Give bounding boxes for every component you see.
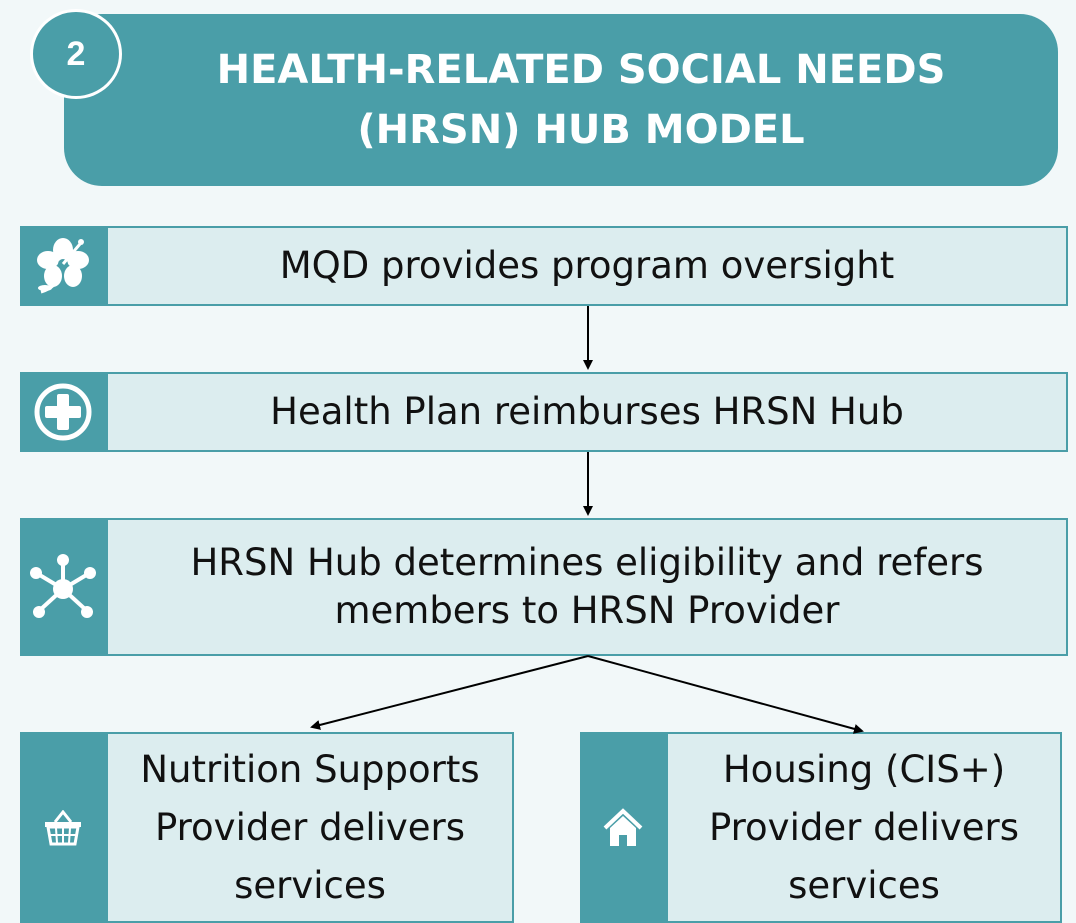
- shopping-basket-icon: [45, 809, 81, 845]
- nutrition-box: Nutrition Supports Provider delivers ser…: [106, 732, 514, 923]
- hub-text: HRSN Hub determines eligibility and refe…: [190, 541, 984, 632]
- reimburse-text: Health Plan reimburses HRSN Hub: [270, 390, 904, 433]
- hub-box: HRSN Hub determines eligibility and refe…: [106, 518, 1068, 656]
- arrow-hub-to-nutrition: [310, 655, 589, 730]
- reimburse-icon-tab: [20, 372, 106, 452]
- plus-circle-icon: [34, 383, 92, 441]
- nutrition-icon-tab: [20, 732, 106, 923]
- title-banner: HEALTH-RELATED SOCIAL NEEDS (HRSN) HUB M…: [64, 14, 1058, 186]
- title-line-2: (HRSN) HUB MODEL: [357, 107, 805, 153]
- title-line-1: HEALTH-RELATED SOCIAL NEEDS: [216, 47, 946, 93]
- housing-box: Housing (CIS+) Provider delivers service…: [666, 732, 1062, 923]
- oversight-icon-tab: [20, 226, 106, 306]
- arrow-hub-to-housing: [587, 655, 864, 734]
- hibiscus-icon: [37, 238, 89, 294]
- oversight-box: MQD provides program oversight: [106, 226, 1068, 306]
- step-number-badge: 2: [30, 9, 122, 99]
- house-icon: [603, 807, 643, 846]
- reimburse-box: Health Plan reimburses HRSN Hub: [106, 372, 1068, 452]
- nutrition-text: Nutrition Supports Provider delivers ser…: [140, 747, 480, 907]
- hub-icon-tab: [20, 518, 106, 656]
- oversight-text: MQD provides program oversight: [279, 244, 895, 287]
- housing-icon-tab: [580, 732, 666, 923]
- housing-text: Housing (CIS+) Provider delivers service…: [708, 747, 1020, 907]
- network-hub-icon: [30, 554, 96, 618]
